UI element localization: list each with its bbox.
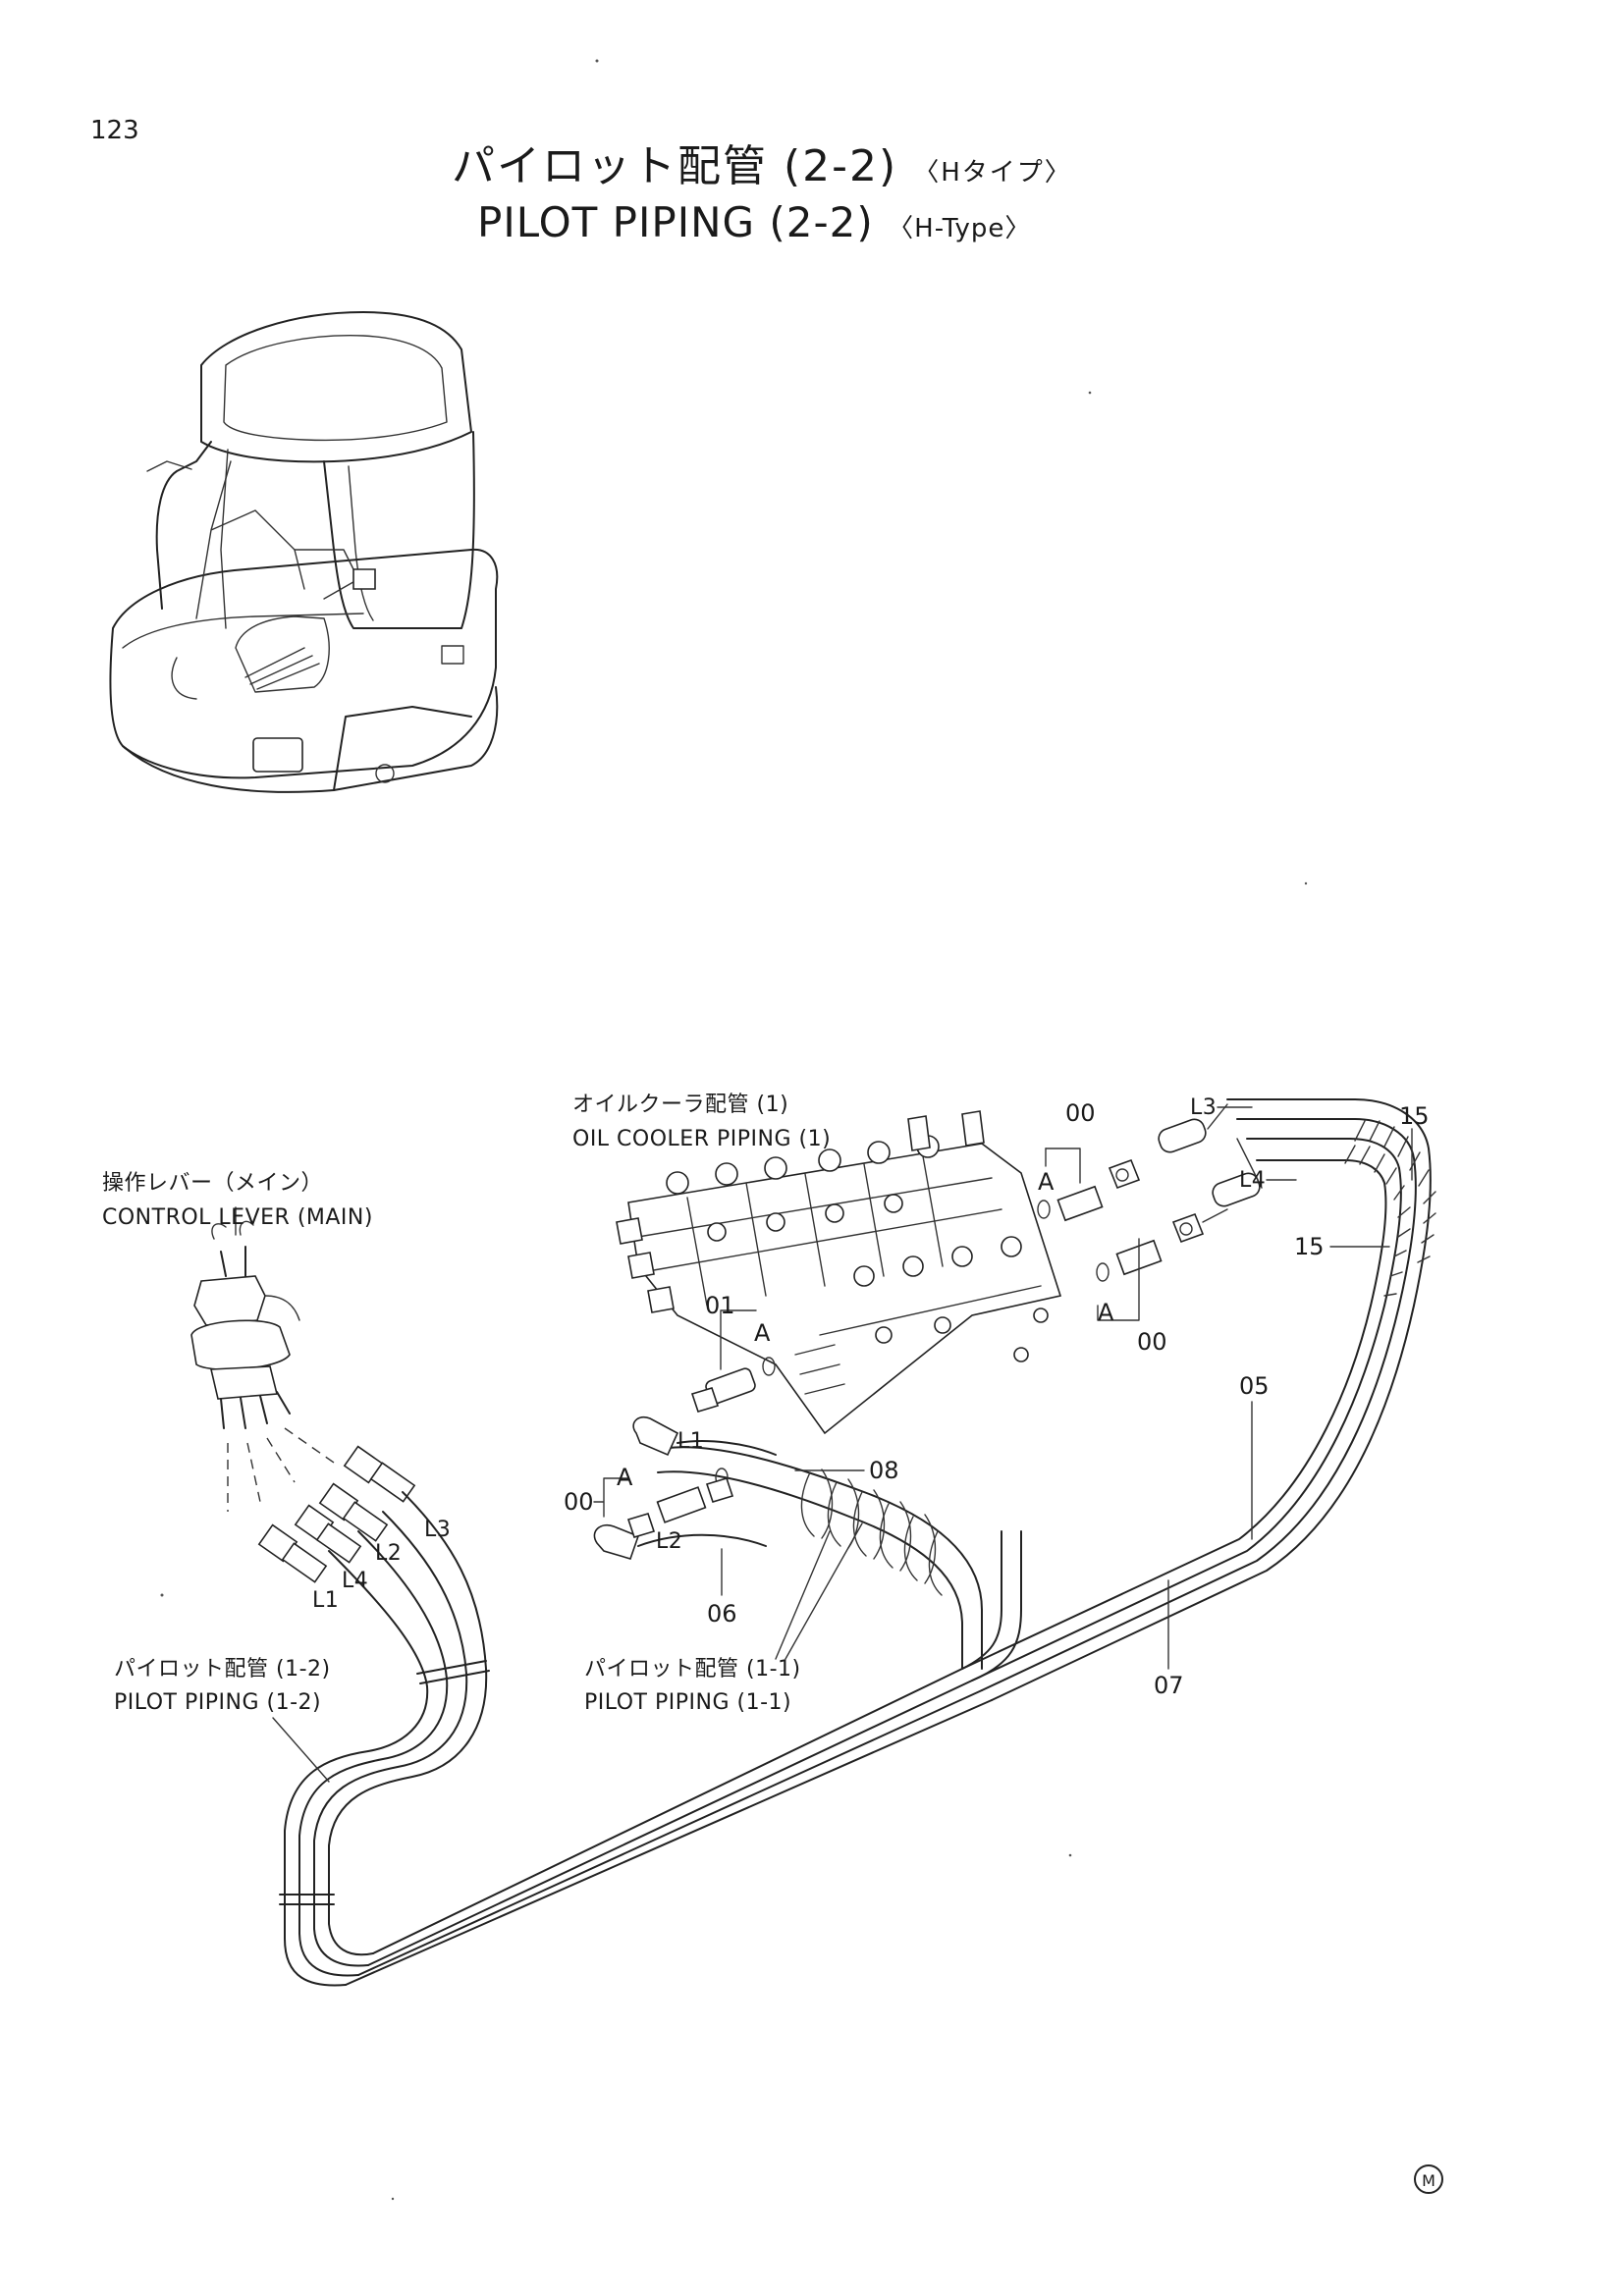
fitting-l3-end: [1156, 1104, 1227, 1154]
valve-bolts: [667, 1136, 1048, 1362]
callout-07: 07: [1154, 1672, 1184, 1699]
callout-a-right: A: [1098, 1299, 1114, 1326]
pilot-piping-1-2-label-en: PILOT PIPING (1-2): [114, 1690, 322, 1715]
control-lever-main: [191, 1221, 299, 1428]
callout-l3-lever: L3: [424, 1518, 452, 1542]
hose-fitting-l4: [296, 1506, 360, 1563]
pilot-hoses-main-run: [346, 1099, 1435, 1985]
fitting-00-upper: [1038, 1160, 1139, 1220]
title-jp-type: 〈Hタイプ〉: [913, 158, 1072, 187]
pilot-piping-1-1-bundle: [658, 1447, 982, 1669]
fitting-l1: [633, 1417, 776, 1486]
excavator-cab-illustration: [110, 312, 497, 792]
callout-06: 06: [707, 1600, 737, 1628]
callout-l3-valve: L3: [1190, 1095, 1218, 1120]
pilot-piping-1-1-label-en: PILOT PIPING (1-1): [584, 1690, 792, 1715]
title-en-type: 〈H-Type〉: [888, 214, 1032, 243]
callout-00-lower: 00: [564, 1488, 594, 1516]
callout-00-right: 00: [1137, 1328, 1167, 1356]
pilot-piping-1-2-label-jp: パイロット配管 (1-2): [114, 1657, 331, 1682]
hose-fitting-l1: [259, 1525, 326, 1582]
callout-a-top: A: [1038, 1168, 1055, 1196]
page-number: 123: [90, 116, 139, 145]
control-valve-block: [617, 1111, 1060, 1433]
title-en-text: PILOT PIPING (2-2): [477, 198, 874, 246]
title-jp-text: パイロット配管 (2-2): [452, 141, 898, 191]
callout-l4-lever: L4: [342, 1569, 369, 1593]
control-lever-label-en: CONTROL LEVER (MAIN): [102, 1205, 373, 1230]
pilot-piping-1-1-label-jp: パイロット配管 (1-1): [584, 1657, 801, 1682]
oil-cooler-label-jp: オイルクーラ配管 (1): [572, 1093, 789, 1117]
callout-01: 01: [705, 1292, 735, 1319]
oil-cooler-label-en: OIL COOLER PIPING (1): [572, 1127, 832, 1151]
callout-l4-valve: L4: [1239, 1168, 1267, 1193]
maker-mark: M: [1414, 2164, 1443, 2194]
fitting-l4-end: [1210, 1139, 1262, 1208]
fitting-00-lower-right: [1097, 1209, 1227, 1281]
valve-side-fittings: [594, 1104, 1262, 1559]
callout-l1-valve: L1: [677, 1429, 705, 1454]
callout-15-upper: 15: [1399, 1102, 1430, 1130]
spiral-guard-15: [1345, 1121, 1435, 1296]
fitting-l2: [594, 1514, 766, 1559]
callout-l2-valve: L2: [656, 1529, 683, 1554]
pilot-hoses-lever-side: [228, 1428, 489, 1985]
callout-a-lower: A: [617, 1464, 633, 1491]
callout-05: 05: [1239, 1372, 1270, 1400]
fitting-00-lower-left: [658, 1478, 732, 1522]
callout-l1-lever: L1: [312, 1588, 340, 1613]
title-japanese: パイロット配管 (2-2) 〈Hタイプ〉: [452, 145, 1072, 188]
callout-15-lower: 15: [1294, 1233, 1325, 1260]
callout-00-top: 00: [1065, 1099, 1096, 1127]
hose-fitting-l2: [320, 1484, 387, 1541]
callout-l2-lever: L2: [375, 1541, 403, 1566]
title-english: PILOT PIPING (2-2) 〈H-Type〉: [477, 202, 1031, 243]
callout-a-left: A: [754, 1319, 771, 1347]
control-lever-label-jp: 操作レバー（メイン）: [102, 1171, 324, 1196]
callout-leaders: [236, 1107, 1412, 1782]
callout-08: 08: [869, 1457, 899, 1484]
fitting-01: [692, 1358, 775, 1412]
